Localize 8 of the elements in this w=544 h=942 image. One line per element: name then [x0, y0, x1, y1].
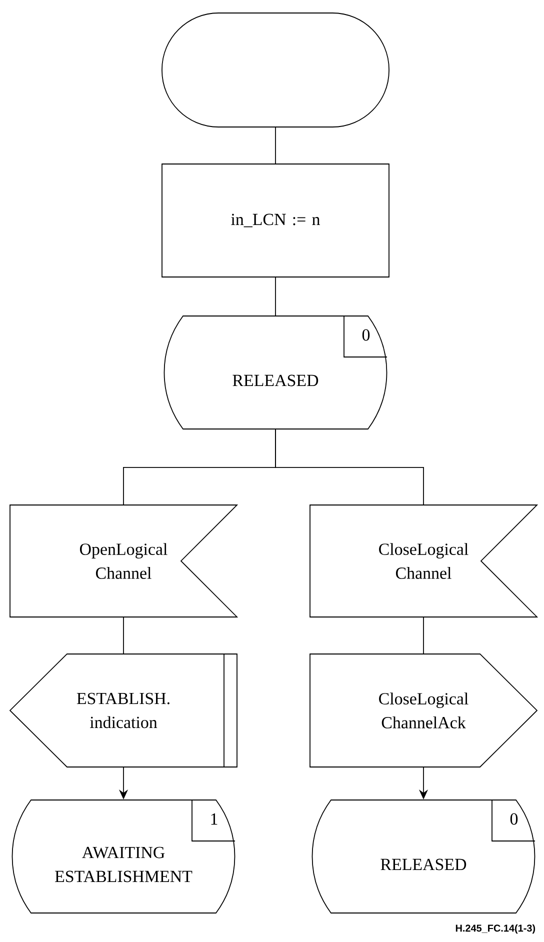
task-box: in_LCN := n: [162, 164, 390, 278]
connector-line: [275, 277, 276, 316]
connector-line: [123, 617, 124, 654]
connector-line: [423, 617, 424, 654]
figure-id: H.245_FC.14(1-3): [456, 924, 536, 934]
start-symbol: [162, 12, 390, 128]
connector-line: [275, 127, 276, 164]
connector-line: [275, 429, 424, 505]
